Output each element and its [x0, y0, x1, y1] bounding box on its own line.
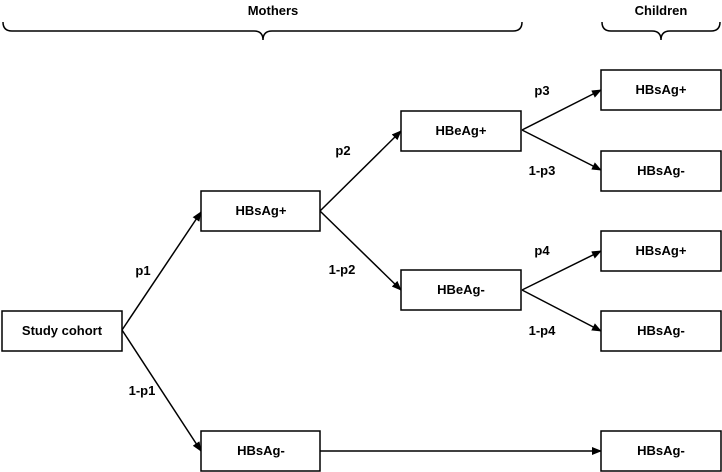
label-p1: p1: [135, 263, 150, 278]
label-1-p3: 1-p3: [529, 163, 556, 178]
label-1-p2: 1-p2: [329, 262, 356, 277]
edge-hbeag-neg-to-child-3: [521, 250, 602, 291]
edge-hbsag-pos-to-hbeag-pos: [319, 130, 402, 212]
node-child-3-label: HBsAg+: [636, 243, 687, 258]
edge-cohort-to-hbsag-pos: [121, 211, 202, 331]
edge-hbeag-neg-to-child-4: [521, 289, 602, 332]
edge-hbeag-pos-to-child-2: [521, 129, 602, 171]
mothers-brace: [2, 21, 523, 41]
label-1-p1: 1-p1: [129, 383, 156, 398]
node-mother-hbsag-pos-label: HBsAg+: [236, 203, 287, 218]
node-study-cohort: Study cohort: [1, 310, 123, 352]
edge-hbeag-pos-to-child-1: [521, 89, 602, 131]
node-child-5-label: HBsAg-: [637, 443, 685, 458]
children-header: Children: [635, 3, 688, 18]
node-mother-hbeag-pos-label: HBeAg+: [436, 123, 487, 138]
node-child-1-label: HBsAg+: [636, 82, 687, 97]
label-p4: p4: [534, 243, 550, 258]
node-child-4-label: HBsAg-: [637, 323, 685, 338]
node-child-5: HBsAg-: [600, 430, 722, 472]
node-child-2-label: HBsAg-: [637, 163, 685, 178]
node-mother-hbeag-pos: HBeAg+: [400, 110, 522, 152]
edge-hbsag-pos-to-hbeag-neg: [319, 210, 402, 291]
label-p3: p3: [534, 83, 549, 98]
label-p2: p2: [335, 143, 350, 158]
label-1-p4: 1-p4: [529, 323, 557, 338]
node-child-4: HBsAg-: [600, 310, 722, 352]
node-child-1: HBsAg+: [600, 69, 722, 111]
node-mother-hbeag-neg: HBeAg-: [400, 269, 522, 311]
node-mother-hbsag-neg-label: HBsAg-: [237, 443, 285, 458]
node-child-3: HBsAg+: [600, 230, 722, 272]
node-mother-hbsag-neg: HBsAg-: [200, 430, 321, 472]
mothers-header: Mothers: [248, 3, 299, 18]
children-brace: [601, 21, 721, 41]
node-child-2: HBsAg-: [600, 150, 722, 192]
edge-cohort-to-hbsag-neg: [121, 329, 202, 452]
node-study-cohort-label: Study cohort: [22, 323, 103, 338]
node-mother-hbeag-neg-label: HBeAg-: [437, 282, 485, 297]
node-mother-hbsag-pos: HBsAg+: [200, 190, 321, 232]
